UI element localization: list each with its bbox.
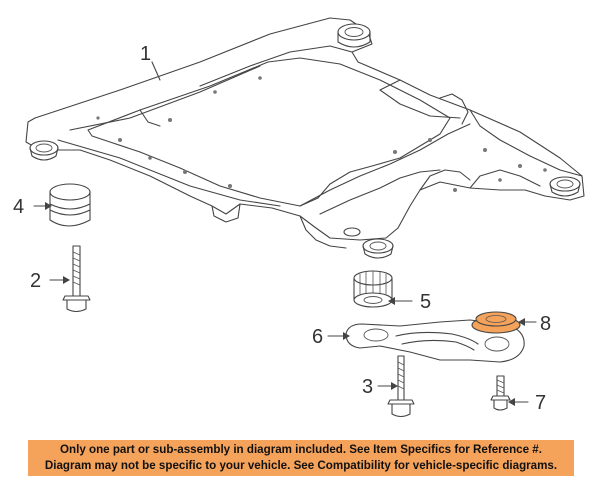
parts-diagram: 1 2 3 4 5 6 7 8 (13, 17, 585, 418)
callout-4: 4 (13, 196, 24, 218)
callout-3: 3 (362, 376, 373, 398)
callout-5: 5 (420, 291, 431, 313)
bushing-left (49, 183, 91, 227)
disclaimer-banner: Only one part or sub-assembly in diagram… (28, 440, 574, 476)
callout-2: 2 (30, 270, 41, 292)
callout-1: 1 (140, 43, 151, 65)
callout-6: 6 (312, 326, 323, 348)
bolt-left (62, 245, 91, 313)
bolt-right (490, 375, 511, 411)
insulator-highlighted (471, 311, 521, 334)
crossmember-frame (25, 17, 585, 259)
leader-lines (33, 61, 537, 406)
disclaimer-line-2: Diagram may not be specific to your vehi… (44, 458, 558, 472)
callout-7: 7 (535, 392, 546, 414)
bolt-center (387, 355, 415, 418)
insulator-top (475, 311, 517, 327)
callout-8: 8 (540, 313, 551, 335)
bushing-center (353, 270, 393, 308)
disclaimer-line-1: Only one part or sub-assembly in diagram… (60, 443, 542, 456)
